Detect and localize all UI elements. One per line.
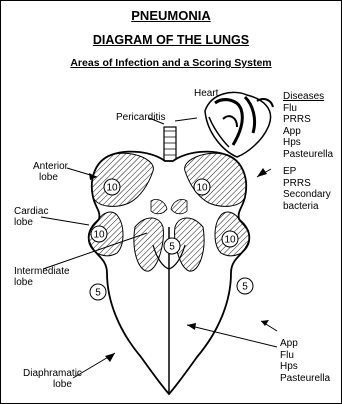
ep-item: PRRS	[283, 178, 331, 190]
diaphramatic-lobe-label-line1: Diaphramatic	[23, 368, 82, 379]
anterior-lobe-label-line1: Anterior	[33, 161, 68, 172]
ep-item: EP	[283, 166, 331, 178]
heart-illustration	[205, 92, 273, 157]
app-item: Flu	[280, 350, 330, 362]
diseases-item: PRRS	[283, 114, 333, 126]
app-item: Pasteurella	[280, 373, 330, 385]
intermediate-lobe-label-line2: lobe	[14, 277, 33, 288]
ep-item: bacteria	[283, 201, 331, 213]
app-item: Hps	[280, 361, 330, 373]
score-diaphragmatic-left: 5	[95, 288, 101, 299]
diseases-list: Diseases Flu PRRS App Hps Pasteurella	[283, 91, 333, 160]
app-diseases-list: App Flu Hps Pasteurella	[280, 338, 330, 384]
diseases-item: Flu	[283, 103, 333, 115]
pericarditis-label: Pericarditis	[116, 112, 165, 123]
score-intermediate: 5	[169, 242, 175, 253]
diseases-item: App	[283, 126, 333, 138]
diseases-item: Hps	[283, 137, 333, 149]
score-cardiac-right: 10	[224, 235, 236, 246]
heart-label: Heart	[194, 88, 218, 99]
score-anterior-right: 10	[196, 183, 208, 194]
cardiac-lobe-label-line2: lobe	[14, 217, 33, 228]
ep-item: Secondary	[283, 189, 331, 201]
anterior-lobe-label-line2: lobe	[39, 172, 58, 183]
cardiac-lobe-label-line1: Cardiac	[14, 206, 48, 217]
app-item: App	[280, 338, 330, 350]
diaphramatic-lobe-label-line2: lobe	[53, 379, 72, 390]
diseases-item: Pasteurella	[283, 149, 333, 161]
score-diaphragmatic-right: 5	[242, 282, 248, 293]
ep-diseases-list: EP PRRS Secondary bacteria	[283, 166, 331, 212]
score-cardiac-left: 10	[93, 230, 105, 241]
intermediate-lobe-label-line1: Intermediate	[14, 266, 70, 277]
diseases-heading: Diseases	[283, 91, 333, 103]
score-anterior-left: 10	[106, 183, 118, 194]
